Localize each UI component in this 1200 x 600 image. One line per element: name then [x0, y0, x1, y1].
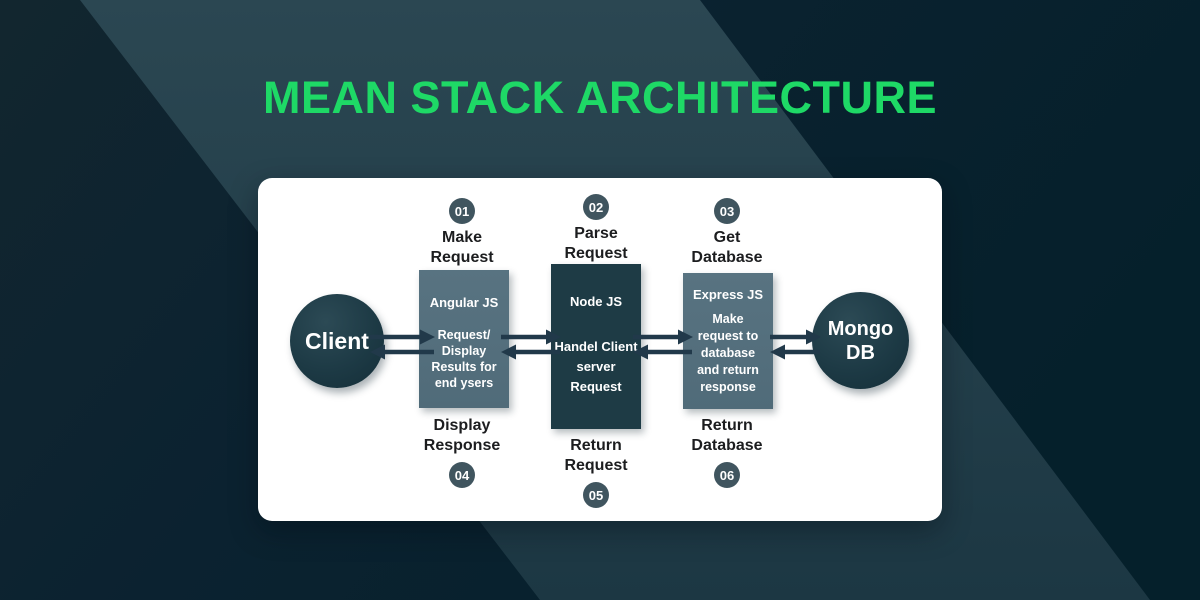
angular-js-title: Angular JS — [429, 295, 499, 310]
angular-js-box: Angular JS Request/ Display Results for … — [419, 270, 509, 408]
step-04-label: Display Response — [423, 417, 501, 454]
step-04-display-response: Display Response 04 — [420, 416, 504, 488]
client-label: Client — [305, 327, 369, 354]
step-05-label: Return Request — [564, 437, 628, 474]
diagram-card: Client Mongo DB Angular JS Request/ Disp… — [258, 178, 942, 521]
step-05-return-request: Return Request 05 — [554, 436, 638, 508]
express-js-description: Make request to database and return resp… — [697, 312, 759, 394]
step-02-parse-request: 02 Parse Request — [554, 194, 638, 264]
step-06-return-database: Return Database 06 — [685, 416, 769, 488]
step-03-badge: 03 — [714, 198, 740, 224]
page-title: MEAN STACK ARCHITECTURE — [263, 72, 937, 123]
client-node: Client — [290, 294, 384, 388]
express-js-title: Express JS — [692, 287, 764, 302]
step-02-label: Parse Request — [564, 225, 628, 262]
angular-js-description: Request/ Display Results for end ysers — [431, 328, 497, 390]
node-js-description: Handel Client server Request — [554, 339, 638, 394]
express-js-box: Express JS Make request to database and … — [683, 273, 773, 409]
step-01-badge: 01 — [449, 198, 475, 224]
step-06-label: Return Database — [691, 417, 763, 454]
node-js-box: Node JS Handel Client server Request — [551, 264, 641, 429]
step-02-badge: 02 — [583, 194, 609, 220]
mongodb-node: Mongo DB — [812, 292, 909, 389]
step-04-badge: 04 — [449, 462, 475, 488]
step-03-get-database: 03 Get Database — [685, 198, 769, 268]
step-06-badge: 06 — [714, 462, 740, 488]
step-03-label: Get Database — [691, 229, 763, 266]
step-01-make-request: 01 Make Request — [420, 198, 504, 268]
step-05-badge: 05 — [583, 482, 609, 508]
step-01-label: Make Request — [430, 229, 494, 266]
node-js-title: Node JS — [569, 294, 622, 309]
mongodb-label: Mongo DB — [827, 317, 894, 364]
